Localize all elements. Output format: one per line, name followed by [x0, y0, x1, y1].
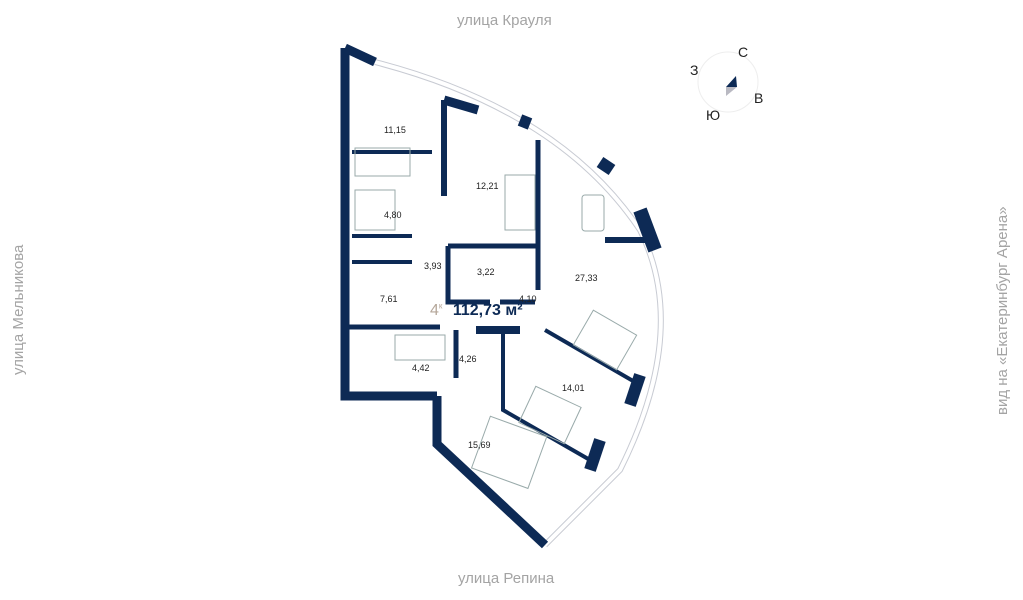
compass-north: С [738, 44, 749, 60]
room-area-wc: 3,22 [477, 267, 495, 277]
room-area-bedroom-2: 12,21 [476, 181, 499, 191]
compass-west: З [690, 62, 699, 78]
room-area-kitchen-living: 27,33 [575, 273, 598, 283]
room-area-bathroom-1: 4,80 [384, 210, 402, 220]
room-area-corridor-1: 3,93 [424, 261, 442, 271]
room-area-bedroom-1: 11,15 [384, 125, 406, 135]
room-area-hall: 7,61 [380, 294, 398, 304]
rooms-count: 4к [430, 302, 443, 320]
room-area-bedroom-3: 14,01 [562, 383, 585, 393]
room-area-bathroom-2: 4,42 [412, 363, 430, 373]
room-area-storage: 4,10 [519, 294, 537, 304]
compass-south: Ю [706, 107, 721, 123]
street-label-bottom: улица Репина [458, 570, 555, 587]
total-area: 112,73 м² [452, 302, 523, 320]
street-label-top: улица Крауля [457, 12, 552, 29]
compass: С З В Ю [686, 40, 770, 124]
room-area-corridor-2: 4,26 [459, 354, 477, 364]
compass-icon [697, 51, 759, 113]
compass-east: В [754, 90, 764, 106]
apartment-summary: 4к 112,73 м² [430, 302, 523, 320]
room-area-master-bedroom: 15,69 [468, 440, 491, 450]
